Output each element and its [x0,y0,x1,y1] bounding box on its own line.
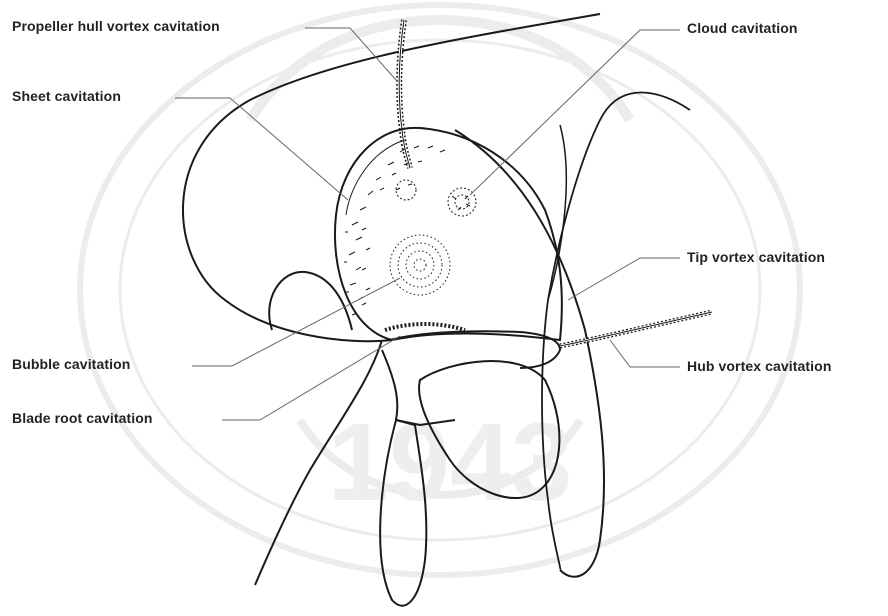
cloud-cavitation [448,188,476,216]
label-blade-root-cavitation: Blade root cavitation [12,410,153,426]
blade-root-cavitation [385,324,465,330]
label-cloud-cavitation: Cloud cavitation [687,20,798,36]
label-sheet-cavitation: Sheet cavitation [12,88,121,104]
leader-tip [568,258,680,300]
leader-sheet [175,98,348,200]
label-hub-vortex-cavitation: Hub vortex cavitation [687,358,831,374]
label-tip-vortex-cavitation: Tip vortex cavitation [687,249,825,265]
sheet-cluster [396,180,416,200]
watermark-year: 1943 [328,401,573,524]
label-propeller-hull-vortex-cavitation: Propeller hull vortex cavitation [12,18,220,34]
leader-hub [610,340,680,367]
leader-bubble [192,278,400,366]
bubble-cavitation [390,235,450,295]
left-blade [269,272,352,330]
upper-blade [335,128,562,340]
sheet-cavitation [344,140,445,315]
label-bubble-cavitation: Bubble cavitation [12,356,130,372]
hull-arc [183,14,600,341]
